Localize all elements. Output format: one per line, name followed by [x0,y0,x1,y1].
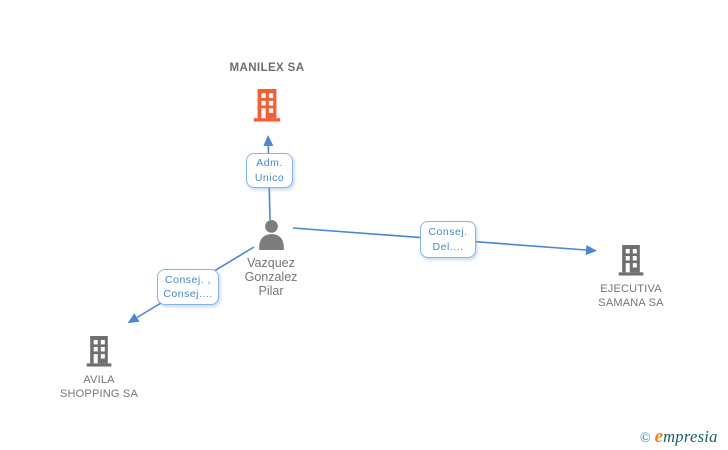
edge-label-line: Consej.... [163,288,213,300]
empresia-watermark: © e mpresia [640,426,718,448]
node-company-avila-shopping[interactable]: AVILA SHOPPING SA [39,334,159,401]
building-icon-orange [253,89,281,122]
building-icon-gray [618,245,644,276]
copyright-icon: © [640,431,651,446]
edge-label-line: Adm. [256,157,283,169]
edge-label-line: Del.... [432,240,464,253]
node-company-manilex[interactable]: MANILEX SA [187,61,347,123]
company-name-ejecutiva: EJECUTIVA SAMANA SA [598,282,663,310]
company-name-line: EJECUTIVA [600,283,662,295]
company-name-avila: AVILA SHOPPING SA [60,373,138,401]
edge-label-consej-consej[interactable]: Consej. , Consej.... [157,269,219,305]
node-company-ejecutiva-samana[interactable]: EJECUTIVA SAMANA SA [571,243,691,310]
edge-label-consej-del[interactable]: Consej. Del.... [420,221,476,258]
edge-label-line: Consej. , [165,273,211,286]
company-name-line: SAMANA SA [598,297,664,309]
brand-logo-initial: e [654,426,664,447]
person-name-line: Vazquez [247,256,295,270]
company-name-line: AVILA [83,374,115,386]
person-name: Vazquez Gonzalez Pilar [245,256,298,298]
company-name-line: SHOPPING SA [60,388,138,400]
node-person-vazquez[interactable]: Vazquez Gonzalez Pilar [211,219,331,298]
building-icon-gray [86,336,112,367]
company-name-manilex: MANILEX SA [229,62,305,74]
edge-label-line: Unico [254,171,285,184]
person-name-line: Gonzalez [244,270,298,284]
person-icon [258,219,284,251]
brand-logo-text: mpresia [663,427,718,446]
edge-label-adm-unico[interactable]: Adm. Unico [246,153,293,188]
person-name-line: Pilar [258,284,284,298]
edge-label-line: Consej. [428,226,468,238]
